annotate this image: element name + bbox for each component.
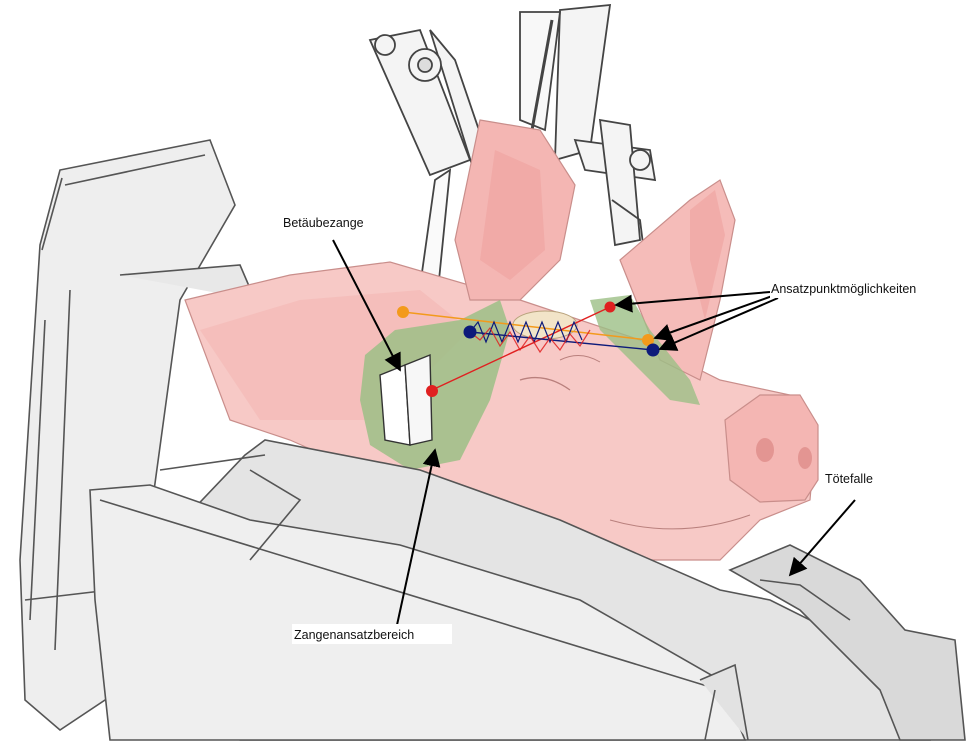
label-tongs: Betäubezange — [283, 216, 364, 230]
label-trap: Tötefalle — [825, 472, 873, 486]
label-tong-area: Zangenansatzbereich — [294, 628, 414, 642]
marker-red-left — [426, 385, 438, 397]
marker-red-right — [605, 302, 616, 313]
label-attachment-points: Ansatzpunktmöglichkeiten — [771, 282, 916, 296]
marker-orange-left — [397, 306, 409, 318]
marker-blue-left — [464, 326, 477, 339]
marker-blue-right — [647, 344, 660, 357]
